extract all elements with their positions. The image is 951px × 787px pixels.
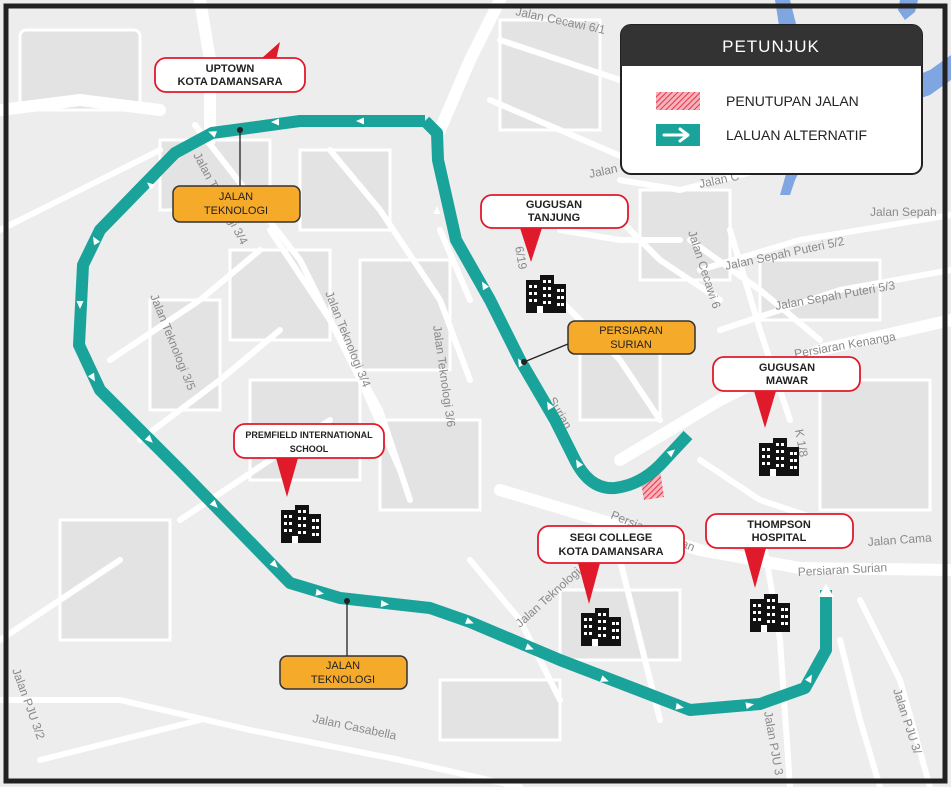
route-arrow-icon [804,674,812,684]
landmark-name-line2: KOTA DAMANSARA [177,76,282,88]
landmark-name-line2: KOTA DAMANSARA [558,546,663,558]
landmark-name-line2: TANJUNG [528,212,580,224]
building-icon [581,608,621,646]
route-arrow-icon [76,301,84,309]
route-arrow-icon [433,206,441,214]
legend-header [621,25,922,66]
route-arrow-icon [576,459,584,469]
landmark-premfield: PREMFIELD INTERNATIONAL SCHOOL [233,423,385,543]
building-icon [526,275,566,313]
landmark-uptown: UPTOWN KOTA DAMANSARA [154,42,306,93]
landmark-name-line1: UPTOWN [206,63,255,75]
route-arrow-icon [356,117,364,125]
landmark-gugusan-tanjung: GUGUSAN TANJUNG [480,194,629,313]
building-icon [759,438,799,476]
landmark-name-line1: PREMFIELD INTERNATIONAL [245,430,373,440]
road-label-line1: JALAN [219,191,253,203]
route-arrow-icon [271,118,279,126]
road-label-line1: PERSIARAN [599,325,663,337]
route-arrow-icon [87,372,95,382]
street-name: Persiaran Surian [797,560,887,579]
street-name: Jalan Cama [867,531,932,549]
road-label-line1: JALAN [326,660,360,672]
route-arrow-icon [465,617,474,624]
road-label-jalan-teknologi-bottom: JALAN TEKNOLOGI [279,655,408,690]
route-arrow-icon [675,702,684,710]
street-name: 6/19 [512,245,530,271]
route-arrow-icon [380,600,389,608]
route-arrow-icon [146,182,156,191]
map-pin-icon [578,563,600,604]
road-label-line2: TEKNOLOGI [204,205,268,217]
route-end-arrow-icon [818,584,834,597]
landmark-name-line2: HOSPITAL [752,532,807,544]
landmark-gugusan-mawar: GUGUSAN MAWAR [712,356,861,476]
route-arrow-icon [208,131,217,138]
landmark-segi-college: SEGI COLLEGE KOTA DAMANSARA [537,525,685,646]
label-leader-lines [239,130,569,656]
road-closure-swatch-icon [656,92,700,110]
legend-item-road-closure: PENUTUPAN JALAN [726,93,859,109]
landmark-name-line2: SCHOOL [290,444,329,454]
building-icon [750,594,790,632]
route-arrow-icon [482,281,490,291]
road-label-jalan-teknologi-top: JALAN TEKNOLOGI [172,185,301,223]
route-arrow-icon [745,702,754,710]
landmark-thompson-hospital: THOMPSON HOSPITAL [705,513,854,632]
landmark-name-line1: GUGUSAN [759,362,815,374]
route-segment-jalan-teknologi [73,115,832,716]
route-segment-persiaran-surian [420,116,693,495]
minor-roads [0,37,951,787]
route-arrow-icon [600,675,609,682]
route-arrow-icon [209,499,218,508]
route-arrow-icon [93,236,101,246]
building-icon [281,505,321,543]
map-pin-icon [744,548,766,588]
map-pin-icon [276,458,298,497]
landmark-name-line1: GUGUSAN [526,199,582,211]
map-pin-icon [754,391,776,428]
road-label-persiaran-surian: PERSIARAN SURIAN [567,320,696,355]
landmark-name-line2: MAWAR [766,375,808,387]
route-arrow-icon [666,449,676,458]
map-frame [3,3,948,784]
route-arrow-icon [269,559,278,568]
road-label-line2: TEKNOLOGI [311,674,375,686]
route-arrow-icon [547,401,555,411]
legend-item-alternative-route: LALUAN ALTERNATIF [726,127,867,143]
street-name: Jalan Sepah [870,205,937,219]
route-arrow-icon [525,643,534,650]
landmark-name-line1: SEGI COLLEGE [570,532,653,544]
route-arrow-icon [144,434,153,443]
alternative-route [73,115,834,716]
landmark-name-line1: THOMPSON [747,519,811,531]
label-leader-dots [237,127,527,604]
route-direction-arrows [76,117,812,710]
legend-title: PETUNJUK [722,37,820,56]
route-arrow-icon [315,588,324,596]
legend: PETUNJUK PENUTUPAN JALAN LALUAN ALTERNAT… [620,24,923,175]
road-label-line2: SURIAN [610,339,652,351]
map-pin-icon [520,228,542,262]
